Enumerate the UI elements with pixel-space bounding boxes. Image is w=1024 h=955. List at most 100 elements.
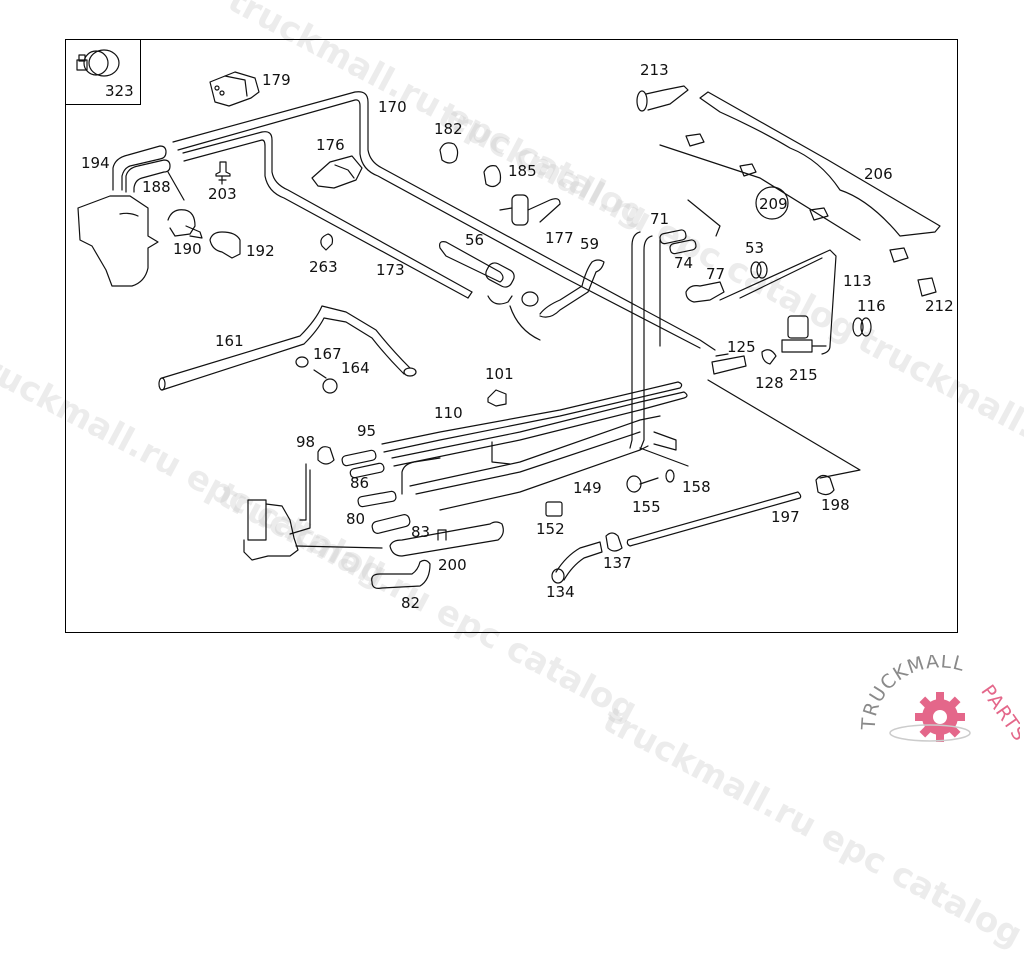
part-label-164[interactable]: 164 xyxy=(341,359,370,377)
leader-line xyxy=(639,447,689,467)
part-label-209[interactable]: 209 xyxy=(759,195,788,213)
bracket-icon xyxy=(491,441,511,465)
clip-182-icon xyxy=(439,142,459,164)
pipe-161 xyxy=(158,305,417,391)
pipe-197 xyxy=(626,491,802,547)
hose-83 xyxy=(371,514,411,534)
swoosh-icon xyxy=(889,724,971,742)
part-label-158[interactable]: 158 xyxy=(682,478,711,496)
t-piece-125 xyxy=(711,353,747,375)
part-label-190[interactable]: 190 xyxy=(173,240,202,258)
part-label-149[interactable]: 149 xyxy=(573,479,602,497)
part-label-206[interactable]: 206 xyxy=(864,165,893,183)
connector-icon xyxy=(209,71,260,107)
part-label-170[interactable]: 170 xyxy=(378,98,407,116)
hose-59 xyxy=(539,259,605,318)
part-label-167[interactable]: 167 xyxy=(313,345,342,363)
leader-arrow xyxy=(167,171,185,201)
part-label-137[interactable]: 137 xyxy=(603,554,632,572)
part-label-128[interactable]: 128 xyxy=(755,374,784,392)
part-label-200[interactable]: 200 xyxy=(438,556,467,574)
grommet-116-icon xyxy=(852,317,872,337)
pipe-113 xyxy=(719,249,837,355)
clamp-198-icon xyxy=(815,474,835,496)
push-pin-213-icon xyxy=(636,85,689,112)
part-label-194[interactable]: 194 xyxy=(81,154,110,172)
clip-152-icon xyxy=(545,501,563,517)
clip-185-icon xyxy=(483,165,502,188)
part-label-212[interactable]: 212 xyxy=(925,297,954,315)
pipe-173 xyxy=(182,131,473,299)
bolt-155-icon xyxy=(626,475,659,493)
hose-134 xyxy=(551,541,603,584)
part-label-77[interactable]: 77 xyxy=(706,265,726,283)
part-label-198[interactable]: 198 xyxy=(821,496,850,514)
reservoir-icon xyxy=(77,195,159,287)
part-label-203[interactable]: 203 xyxy=(208,185,237,203)
part-label-188[interactable]: 188 xyxy=(142,178,171,196)
part-label-98[interactable]: 98 xyxy=(296,433,316,451)
part-label-155[interactable]: 155 xyxy=(632,498,661,516)
hose-82 xyxy=(371,559,431,589)
clip-212-icon xyxy=(917,277,937,297)
part-label-71[interactable]: 71 xyxy=(650,210,670,228)
leader-line xyxy=(707,379,861,479)
part-label-323[interactable]: 323 xyxy=(105,82,134,100)
part-label-83[interactable]: 83 xyxy=(411,523,431,541)
part-label-110[interactable]: 110 xyxy=(434,404,463,422)
washer-167-icon xyxy=(295,356,309,368)
part-label-113[interactable]: 113 xyxy=(843,272,872,290)
screw-164-icon xyxy=(313,369,338,394)
part-label-263[interactable]: 263 xyxy=(309,258,338,276)
grommet-53-icon xyxy=(750,261,768,279)
clip-77-icon xyxy=(685,281,725,303)
part-label-185[interactable]: 185 xyxy=(508,162,537,180)
part-label-197[interactable]: 197 xyxy=(771,508,800,526)
hose-clamp-icon xyxy=(76,49,120,77)
diagram-frame xyxy=(65,39,958,633)
part-label-192[interactable]: 192 xyxy=(246,242,275,260)
callout-circle-209 xyxy=(755,186,789,220)
part-label-179[interactable]: 179 xyxy=(262,71,291,89)
clip-192-icon xyxy=(209,231,241,259)
part-label-86[interactable]: 86 xyxy=(350,474,370,492)
logo-text-right: PARTS xyxy=(976,681,1020,746)
trim-strip-206 xyxy=(659,91,941,263)
clip-176-icon xyxy=(311,155,363,189)
parts-diagram xyxy=(76,49,941,589)
part-label-177[interactable]: 177 xyxy=(545,229,574,247)
part-label-74[interactable]: 74 xyxy=(674,254,694,272)
truckmall-parts-logo: TRUCKMALL PARTS xyxy=(858,655,1020,746)
inset-box xyxy=(65,39,141,105)
part-label-82[interactable]: 82 xyxy=(401,594,421,612)
pipe-170 xyxy=(172,91,716,351)
part-label-182[interactable]: 182 xyxy=(434,120,463,138)
part-label-56[interactable]: 56 xyxy=(465,231,485,249)
hose-80 xyxy=(357,490,397,508)
part-label-176[interactable]: 176 xyxy=(316,136,345,154)
bracket-177-icon xyxy=(499,194,561,226)
part-label-161[interactable]: 161 xyxy=(215,332,244,350)
fitting-203-icon xyxy=(215,161,231,185)
hose-86 xyxy=(349,462,385,479)
part-label-125[interactable]: 125 xyxy=(727,338,756,356)
clamp-137-icon xyxy=(605,532,623,552)
clip-263-icon xyxy=(320,233,334,251)
part-label-101[interactable]: 101 xyxy=(485,365,514,383)
part-label-173[interactable]: 173 xyxy=(376,261,405,279)
pipe-assembly-56 xyxy=(439,241,541,341)
part-label-95[interactable]: 95 xyxy=(357,422,377,440)
part-label-152[interactable]: 152 xyxy=(536,520,565,538)
pipe-vertical xyxy=(629,231,661,451)
part-label-59[interactable]: 59 xyxy=(580,235,600,253)
hose-71-74 xyxy=(659,199,721,255)
part-label-215[interactable]: 215 xyxy=(789,366,818,384)
part-label-134[interactable]: 134 xyxy=(546,583,575,601)
part-label-80[interactable]: 80 xyxy=(346,510,366,528)
part-label-53[interactable]: 53 xyxy=(745,239,765,257)
hose-95 xyxy=(341,449,377,467)
hose-194 xyxy=(112,145,171,193)
part-label-213[interactable]: 213 xyxy=(640,61,669,79)
hose-200 xyxy=(389,521,504,557)
part-label-116[interactable]: 116 xyxy=(857,297,886,315)
